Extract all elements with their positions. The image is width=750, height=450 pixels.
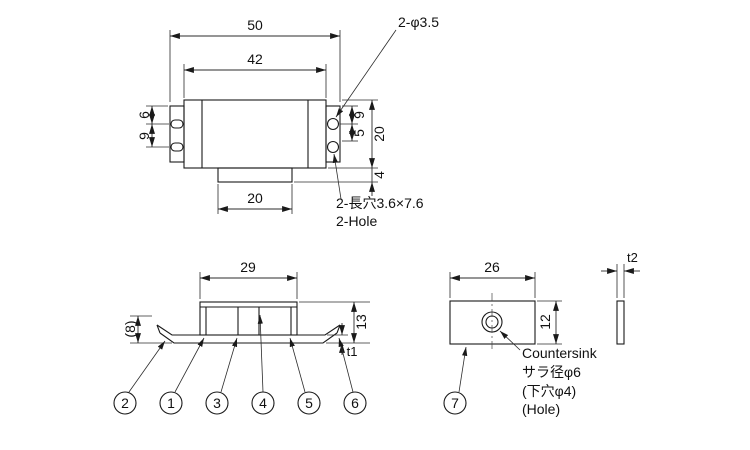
- hole-label-en: (Hole): [522, 401, 560, 417]
- body-outline: [183, 99, 327, 169]
- front-view-part: [156, 301, 341, 344]
- dim-overall-width: 50: [169, 17, 341, 102]
- dim-ref-height: (8): [122, 315, 172, 344]
- dim-label-5: 5: [351, 129, 367, 137]
- balloon-5: 5: [297, 391, 321, 415]
- dim-label-13: 13: [353, 314, 369, 330]
- svg-text:4: 4: [259, 395, 267, 411]
- round-hole-top: [326, 117, 340, 131]
- balloon-1: 1: [159, 391, 183, 415]
- dim-front-width: 29: [199, 259, 298, 299]
- front-view: 29 (8) 13 t1: [113, 259, 370, 415]
- pilot-hole-label-jp: (下穴φ4): [522, 383, 576, 399]
- countersink-label-jp: サラ径φ6: [522, 364, 581, 380]
- balloon-6: 6: [343, 391, 367, 415]
- dim-right-holes: 9 5: [340, 105, 367, 142]
- svg-text:3: 3: [213, 395, 221, 411]
- svg-text:1: 1: [167, 395, 175, 411]
- dim-bottom-width: 20: [217, 184, 293, 214]
- plate-tip-left: [156, 324, 161, 334]
- dim-label-9-right: 9: [351, 111, 367, 119]
- dim-label-50: 50: [247, 17, 263, 33]
- round-hole-bottom: [326, 140, 340, 154]
- balloon-4: 4: [251, 391, 275, 415]
- dim-label-9-left: 9: [136, 132, 152, 140]
- dim-label-42: 42: [247, 51, 263, 67]
- callout-slot-holes: 2-長穴3.6×7.6 2-Hole: [332, 153, 424, 229]
- base-plate-top: [156, 324, 341, 336]
- dim-label-6: 6: [136, 111, 152, 119]
- thin-plate-profile: [616, 300, 625, 345]
- side-view: 26 12 t2 7 Countersink サラ径φ6 (下穴φ4) (: [443, 250, 640, 417]
- dim-step-height: 4: [294, 168, 387, 196]
- dim-left-holes: 6 9: [136, 105, 169, 148]
- slot-hole-top: [170, 119, 184, 129]
- svg-text:7: 7: [451, 395, 459, 411]
- svg-text:6: 6: [351, 395, 359, 411]
- svg-text:5: 5: [305, 395, 313, 411]
- base-plate-bottom: [159, 332, 338, 344]
- balloons: 2 1 3 4 5 6: [113, 391, 367, 415]
- dim-label-12: 12: [537, 314, 553, 330]
- dim-label-29: 29: [240, 259, 256, 275]
- bottom-step: [217, 167, 293, 183]
- balloon-3: 3: [205, 391, 229, 415]
- dim-label-26: 26: [484, 259, 500, 275]
- balloon-leaders: [128, 314, 354, 393]
- dim-side-height: 12: [537, 300, 562, 345]
- dim-label-4: 4: [371, 171, 387, 179]
- dim-front-height: 13: [299, 301, 370, 344]
- left-flange: [169, 105, 185, 163]
- callout-round-holes: 2-φ3.5: [335, 14, 439, 118]
- dim-total-height: 20: [328, 99, 387, 169]
- dim-body-width: 42: [183, 51, 327, 98]
- countersink-callout: Countersink サラ径φ6 (下穴φ4) (Hole): [499, 330, 598, 417]
- side-view-part: [449, 293, 536, 351]
- plate-thickness-view: t2: [601, 250, 640, 345]
- callout-label-slot-en: 2-Hole: [336, 213, 377, 229]
- dim-side-width: 26: [449, 259, 536, 298]
- dim-label-20-height: 20: [371, 126, 387, 142]
- balloon-7: 7: [443, 346, 468, 415]
- dim-label-ref-8: (8): [122, 320, 138, 337]
- dim-label-t2: t2: [627, 250, 638, 265]
- balloon-2: 2: [113, 391, 137, 415]
- svg-text:2: 2: [121, 395, 129, 411]
- countersink-label-en: Countersink: [522, 345, 598, 361]
- slot-hole-bottom: [170, 142, 184, 152]
- dim-label-t1: t1: [347, 344, 358, 359]
- callout-label-slot-jp: 2-長穴3.6×7.6: [336, 195, 424, 211]
- plate-outline: [449, 300, 536, 345]
- callout-label-round-holes: 2-φ3.5: [398, 14, 439, 30]
- dim-label-20-bottom: 20: [247, 190, 263, 206]
- top-view-part: [169, 99, 341, 183]
- top-view: 50 42 6 9 9 5: [136, 14, 439, 229]
